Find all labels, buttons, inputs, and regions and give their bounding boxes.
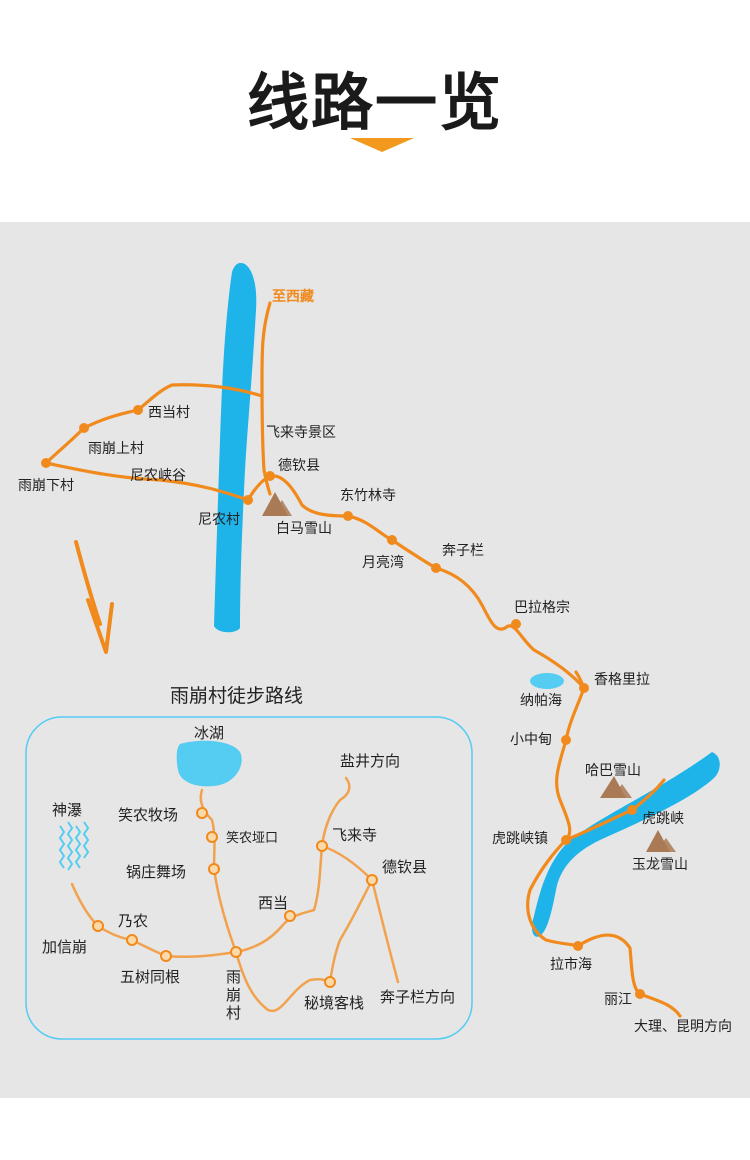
route-lashihai-lijiang — [576, 933, 642, 996]
inset-node-mijing — [324, 976, 336, 988]
route-to-tibet — [260, 301, 272, 496]
inset-node-guozhuang — [208, 863, 220, 875]
inset-node-xiaonong-ranch — [196, 807, 208, 819]
label-lashihai: 拉市海 — [550, 956, 592, 973]
label-baima: 白马雪山 — [276, 521, 332, 537]
inset-label-feilaisi: 飞来寺 — [332, 826, 377, 844]
label-dongzhulin: 东竹林寺 — [340, 488, 396, 504]
label-niniong-valley: 尼农峡谷 — [130, 468, 186, 484]
inset-nodes — [92, 807, 378, 988]
label-xidang: 西当村 — [148, 405, 190, 421]
node-niniong — [243, 495, 253, 505]
inset-node-wushutonggen — [160, 950, 172, 962]
node-shangrila — [579, 683, 589, 693]
label-niniong: 尼农村 — [198, 512, 240, 528]
label-dali-kunming: 大理、昆明方向 — [634, 1019, 732, 1035]
inset-label-binghu: 冰湖 — [194, 724, 224, 742]
inset-node-nainong — [126, 934, 138, 946]
inset-pointer-arrow-icon — [74, 540, 114, 654]
node-deqin — [265, 471, 275, 481]
route-main-south — [268, 474, 586, 948]
node-benzilan — [431, 563, 441, 573]
label-feilaisi: 飞来寺景区 — [266, 425, 336, 441]
label-yubeng-upper: 雨崩上村 — [88, 441, 144, 457]
inset-node-yubengcun — [230, 946, 242, 958]
label-habashan: 哈巴雪山 — [585, 763, 641, 779]
lancang-river — [214, 262, 257, 633]
inset-label-nainong: 乃农 — [118, 912, 148, 930]
baima-mountain-icon — [262, 492, 292, 516]
label-xiaozhongdian: 小中甸 — [510, 732, 552, 748]
label-yulongshan: 玉龙雪山 — [632, 857, 688, 873]
label-lijiang: 丽江 — [604, 992, 632, 1008]
node-hutiaoxia — [627, 805, 637, 815]
node-yubeng-lower — [41, 458, 51, 468]
node-lashihai — [573, 941, 583, 951]
waterfall-icon — [58, 821, 90, 871]
label-benzilan: 奔子栏 — [442, 543, 484, 559]
inset-label-yubengcun: 雨崩村 — [226, 968, 241, 1022]
node-balagezong — [511, 619, 521, 629]
inset-label-shenpu: 神瀑 — [52, 801, 82, 819]
inset-label-deqin: 德钦县 — [382, 858, 427, 876]
route-map: 至西藏 西当村 雨崩上村 雨崩下村 尼农峡谷 尼农村 飞来寺景区 德钦县 白马雪… — [18, 262, 732, 1040]
page-title: 线路一览 — [246, 66, 503, 139]
node-xiaozhongdian — [561, 735, 571, 745]
route-lijiang-south — [638, 992, 682, 1018]
yulong-mountain-icon — [646, 830, 676, 852]
inset-title: 雨崩村徒步路线 — [170, 685, 303, 707]
inset-node-deqin — [366, 874, 378, 886]
inset-node-feilaisi — [316, 840, 328, 852]
inset-lake-binghu — [176, 740, 242, 787]
label-to-tibet: 至西藏 — [272, 288, 314, 305]
map-area: 至西藏 西当村 雨崩上村 雨崩下村 尼农峡谷 尼农村 飞来寺景区 德钦县 白马雪… — [0, 222, 750, 1098]
label-napahai: 纳帕海 — [520, 693, 562, 709]
haba-mountain-icon — [600, 776, 632, 798]
inset-label-guozhuang: 锅庄舞场 — [126, 863, 186, 881]
node-lijiang — [635, 989, 645, 999]
inset-label-jiaxinbeng: 加信崩 — [42, 938, 87, 956]
inset-node-jiaxinbeng — [92, 920, 104, 932]
inset-node-xidang — [284, 910, 296, 922]
inset-frame — [25, 716, 473, 1040]
inset-label-wushutonggen: 五树同根 — [120, 968, 180, 986]
inset-label-xiaonong-pass: 笑农垭口 — [226, 830, 278, 846]
inset-label-xidang: 西当 — [258, 894, 288, 912]
main-nodes — [41, 405, 645, 999]
node-yueliangwan — [387, 535, 397, 545]
label-hutiaoxia-town: 虎跳峡镇 — [492, 831, 548, 847]
jinsha-river — [532, 752, 720, 937]
label-deqin: 德钦县 — [278, 458, 320, 474]
label-yubeng-lower: 雨崩下村 — [18, 478, 74, 494]
node-yubeng-upper — [79, 423, 89, 433]
label-yueliangwan: 月亮湾 — [362, 554, 404, 571]
inset-label-xiaonong-ranch: 笑农牧场 — [118, 806, 178, 824]
inset-label-mijing: 秘境客栈 — [304, 994, 364, 1012]
napahai-lake — [530, 673, 564, 689]
label-hutiaoxia: 虎跳峡 — [642, 811, 684, 827]
label-balagezong: 巴拉格宗 — [514, 600, 570, 616]
inset-node-xiaonong-pass — [206, 831, 218, 843]
inset-label-yanjing: 盐井方向 — [340, 752, 400, 770]
node-hutiaoxia-town — [561, 835, 571, 845]
route-valley — [44, 461, 250, 502]
label-shangrila: 香格里拉 — [594, 672, 650, 688]
title-down-arrow-icon — [350, 138, 414, 152]
node-dongzhulin — [343, 511, 353, 521]
node-xidang — [133, 405, 143, 415]
inset-label-benzilan-dir: 奔子栏方向 — [380, 988, 455, 1006]
